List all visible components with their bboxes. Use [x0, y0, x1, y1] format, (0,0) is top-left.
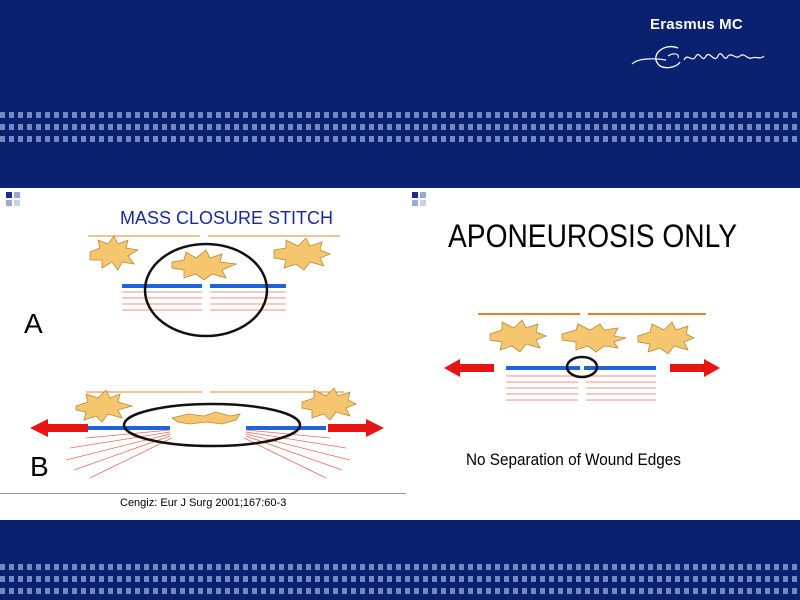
muscle-tissue-shape: [637, 321, 695, 355]
suture-loop: [143, 242, 269, 338]
muscle-tissue-shape: [171, 249, 238, 281]
citation-divider: [0, 493, 406, 494]
mass-closure-diagram: [6, 192, 384, 479]
suture-loop: [565, 355, 599, 379]
left-panel-title: MASS CLOSURE STITCH: [120, 208, 334, 228]
corner-bullet-icon: [412, 192, 426, 206]
right-panel-title: APONEUROSIS ONLY: [448, 218, 737, 254]
peritoneum-lines: [65, 429, 351, 479]
muscle-tissue-shape: [561, 323, 627, 353]
footer-dot-row: [0, 564, 800, 570]
left-arrow-icon: [30, 419, 88, 437]
slide-content: MASS CLOSURE STITCH A B Cengiz: Eur J Su…: [0, 188, 800, 520]
muscle-tissue-shape: [89, 235, 140, 271]
citation-text: Cengiz: Eur J Surg 2001;167:60-3: [120, 497, 287, 509]
muscle-tissue-shape: [489, 319, 548, 353]
muscle-tissue-shape: [273, 237, 332, 271]
header-dot-row: [0, 136, 800, 142]
footer-dot-row: [0, 576, 800, 582]
left-arrow-icon: [444, 359, 494, 377]
right-arrow-icon: [670, 359, 720, 377]
slide-header: Erasmus MC: [0, 0, 800, 188]
peritoneum-lines: [122, 291, 286, 311]
muscle-tissue-shape: [75, 389, 134, 423]
brand-logo-text: Erasmus MC: [650, 16, 743, 33]
right-panel-caption: No Separation of Wound Edges: [466, 450, 681, 469]
peritoneum-lines: [506, 375, 656, 401]
right-panel: APONEUROSIS ONLY No Separation of Wound …: [408, 188, 800, 520]
diagram-label-a: A: [24, 308, 43, 339]
header-dot-row: [0, 124, 800, 130]
left-panel: MASS CLOSURE STITCH A B: [0, 188, 406, 492]
diagram-b: [30, 387, 384, 479]
diagram-label-b: B: [30, 451, 49, 482]
footer-dot-row: [0, 588, 800, 594]
suture-loop: [122, 402, 302, 448]
right-arrow-icon: [328, 419, 384, 437]
brand-signature-logo: [631, 45, 765, 69]
diagram-a: [88, 235, 340, 338]
aponeurosis-diagram: [412, 192, 720, 401]
muscle-tissue-shape: [171, 411, 241, 425]
corner-bullet-icon: [6, 192, 20, 206]
muscle-tissue-shape: [301, 387, 357, 421]
slide-footer: [0, 520, 800, 600]
header-dot-row: [0, 112, 800, 118]
